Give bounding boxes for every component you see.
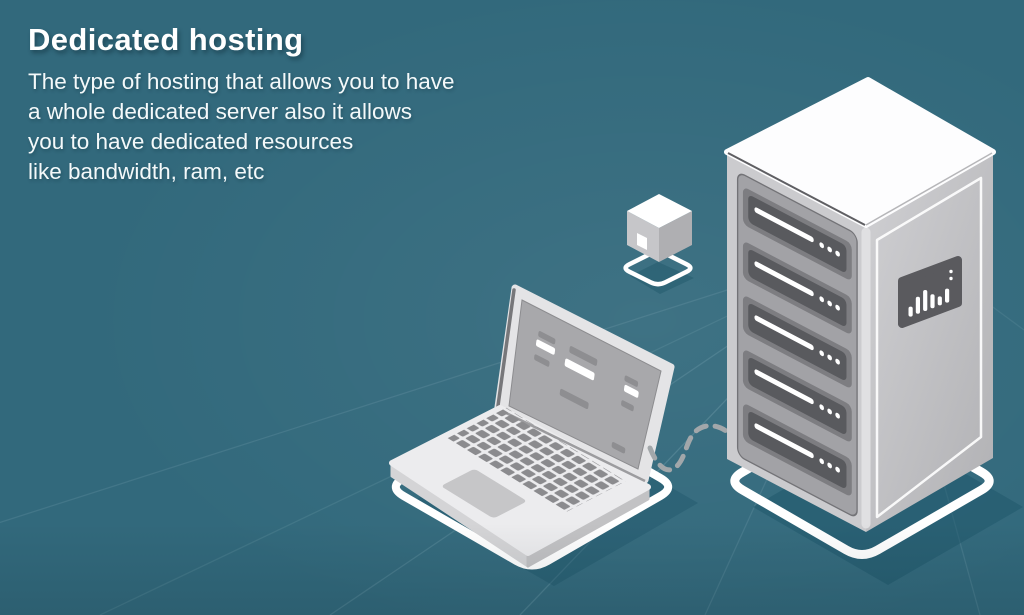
description-line: a whole dedicated server also it allows xyxy=(28,99,412,124)
page-title: Dedicated hosting xyxy=(28,22,304,57)
description: The type of hosting that allows you to h… xyxy=(28,67,455,187)
description-line: like bandwidth, ram, etc xyxy=(28,159,265,184)
description-line: The type of hosting that allows you to h… xyxy=(28,69,455,94)
description-line: you to have dedicated resources xyxy=(28,129,354,154)
text-block: Dedicated hosting The type of hosting th… xyxy=(28,22,455,187)
